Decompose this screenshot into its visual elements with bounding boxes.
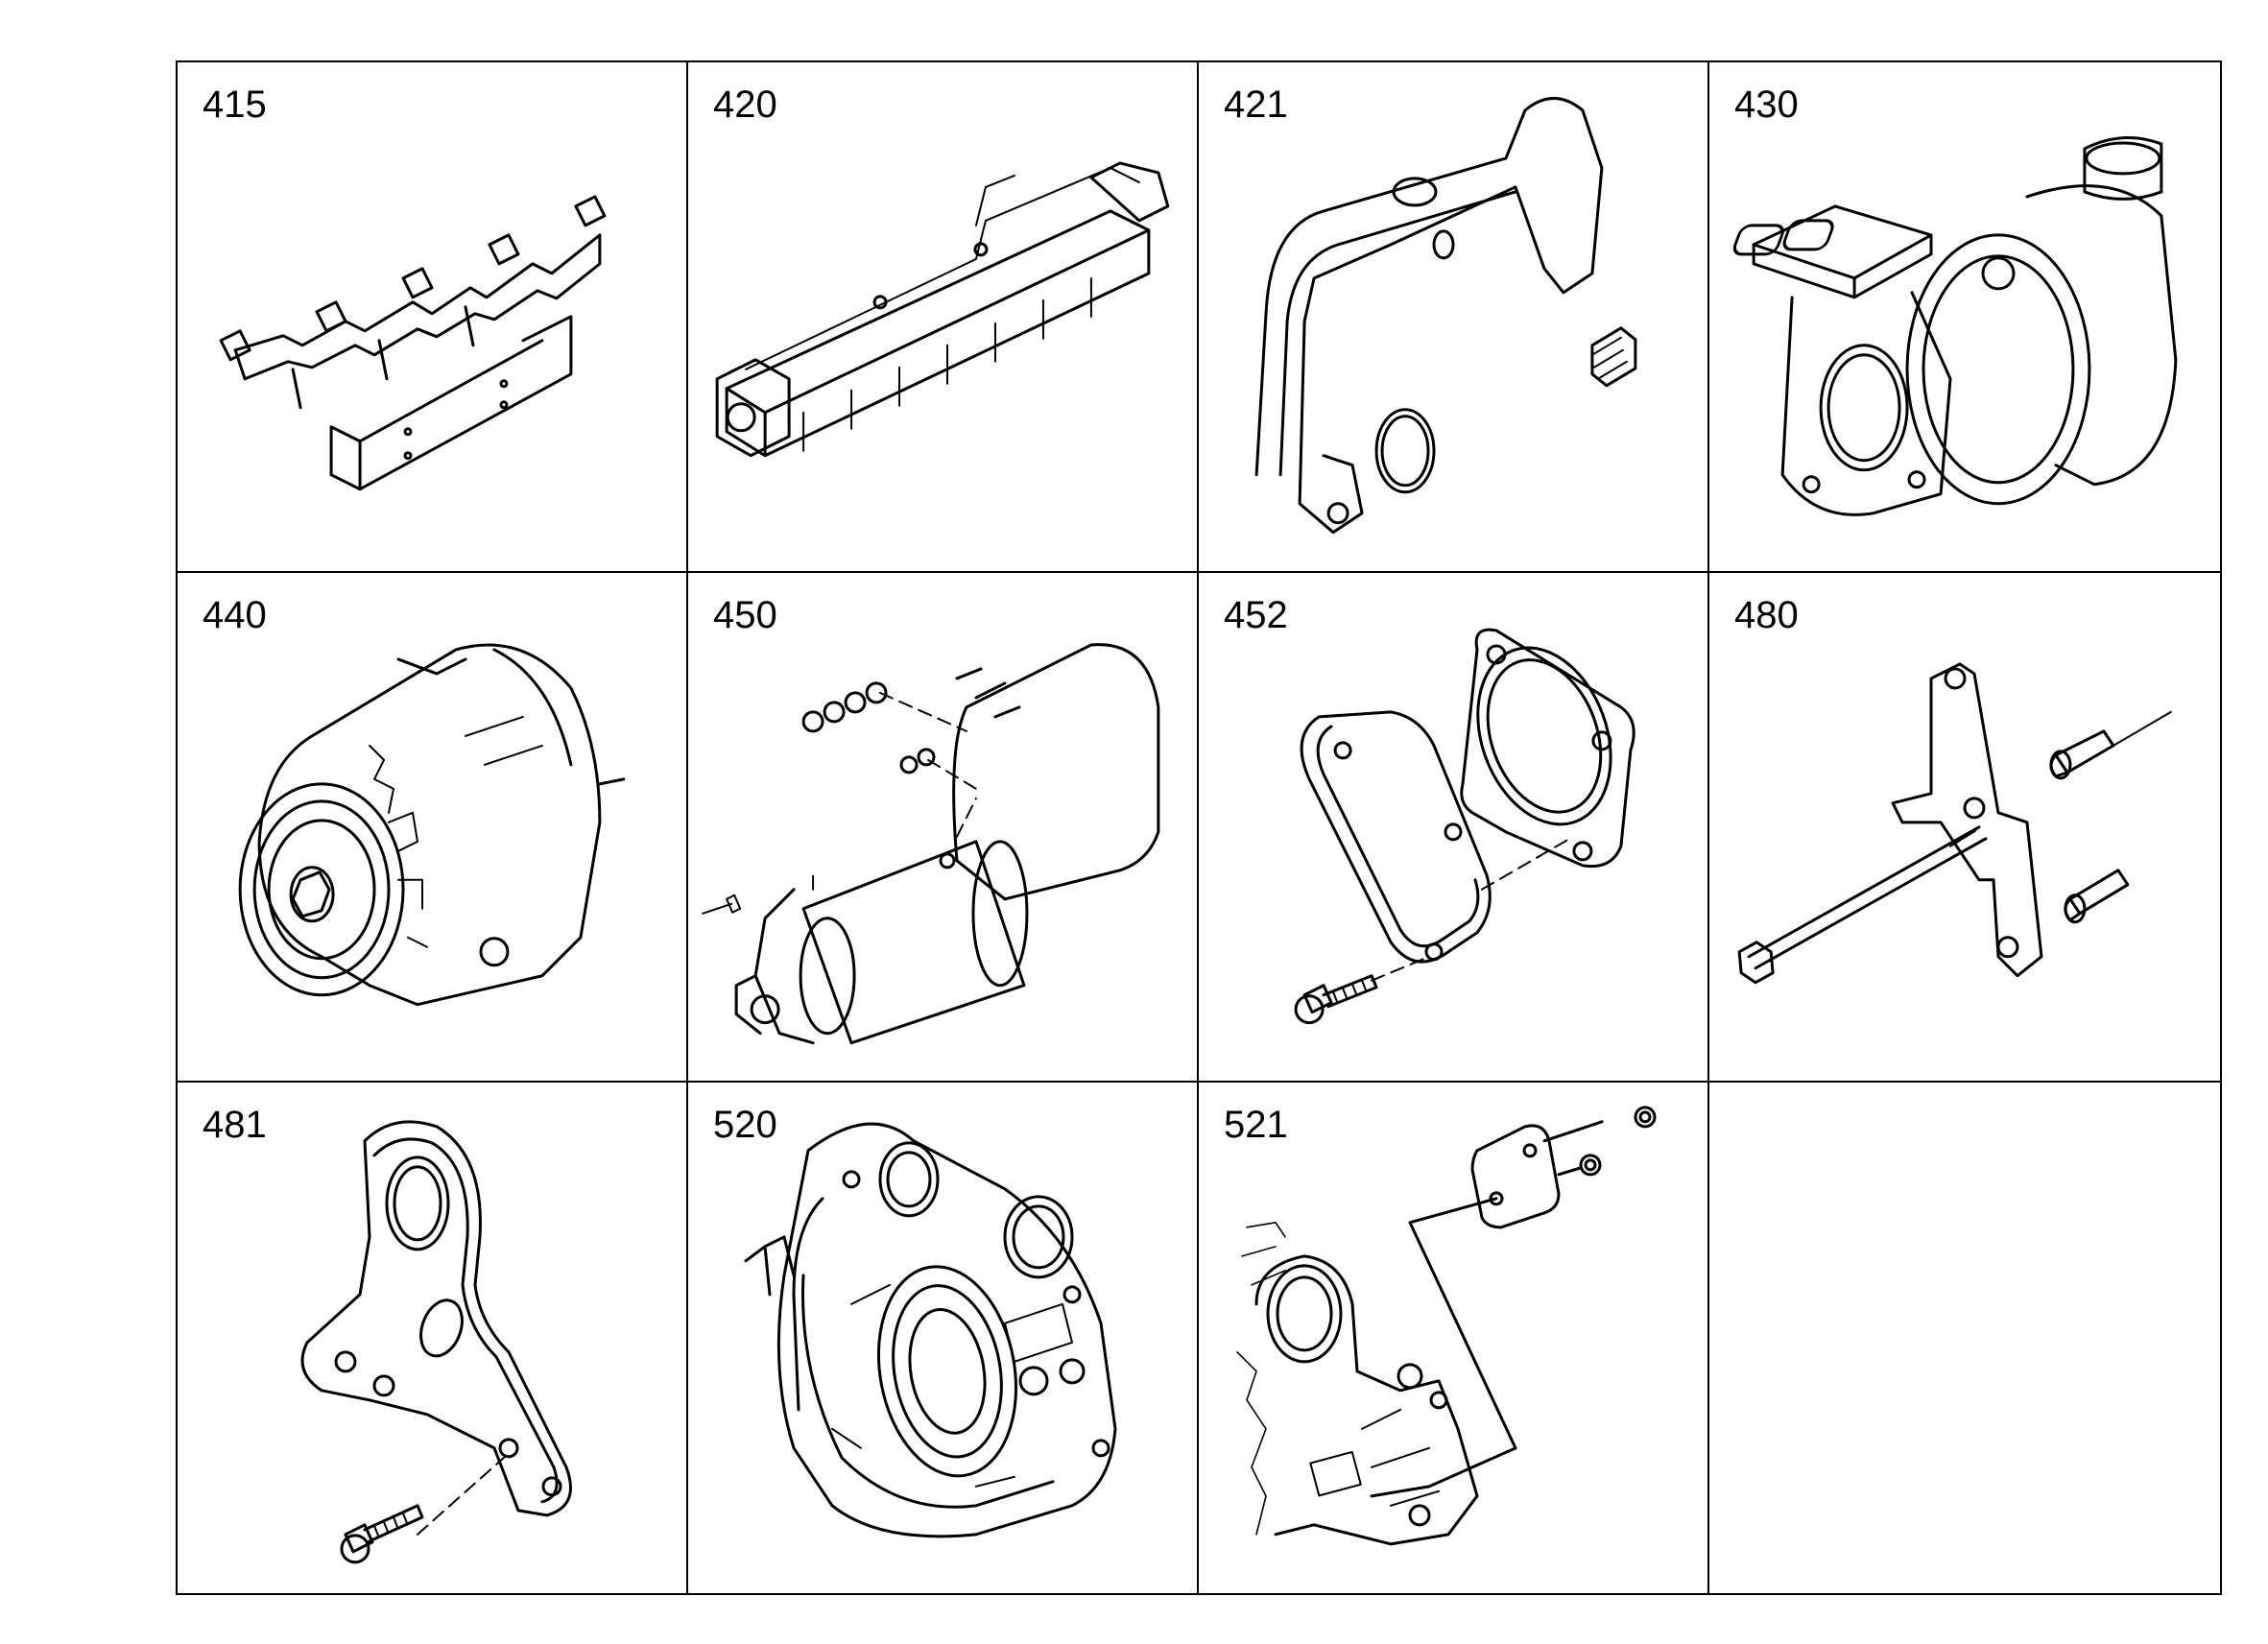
part-number: 481 [203,1104,267,1147]
parts-grid: 415 420 421 [176,60,2222,1595]
part-number: 480 [1734,593,1799,636]
mounting-bracket-icon [1737,662,2172,984]
part-number: 452 [1224,593,1288,636]
part-cell-415[interactable]: 415 [178,62,688,573]
egr-cooler-icon [715,161,1170,458]
support-plate-icon [300,1120,572,1564]
flywheel-housing-icon [744,1122,1117,1538]
part-cell-440[interactable]: 440 [178,572,688,1084]
housing-cover-icon [1236,1106,1657,1546]
part-cell-481[interactable]: 481 [178,1083,688,1593]
part-cell-452[interactable]: 452 [1199,572,1709,1084]
part-number: 450 [713,593,777,636]
part-number: 440 [203,593,267,636]
part-cell-450[interactable]: 450 [688,572,1199,1084]
part-number: 520 [713,1104,777,1147]
cover-plate-gasket-icon [1294,628,1635,1024]
part-cell-empty [1709,1083,2220,1593]
part-cell-520[interactable]: 520 [688,1083,1199,1593]
part-cell-430[interactable]: 430 [1709,62,2220,573]
part-number: 421 [1224,83,1288,126]
part-number: 420 [713,83,777,126]
part-number: 521 [1224,1104,1288,1147]
turbocharger-icon [1732,136,2178,516]
alternator-icon [238,643,626,1006]
part-cell-480[interactable]: 480 [1709,573,2220,1084]
exhaust-manifold-icon [219,195,607,491]
part-number: 415 [203,83,267,126]
starter-motor-icon [702,642,1160,1044]
part-number: 430 [1734,83,1799,126]
part-cell-420[interactable]: 420 [688,62,1199,573]
intake-pipe-icon [1254,97,1637,535]
part-cell-521[interactable]: 521 [1199,1083,1709,1593]
part-cell-421[interactable]: 421 [1199,62,1709,573]
